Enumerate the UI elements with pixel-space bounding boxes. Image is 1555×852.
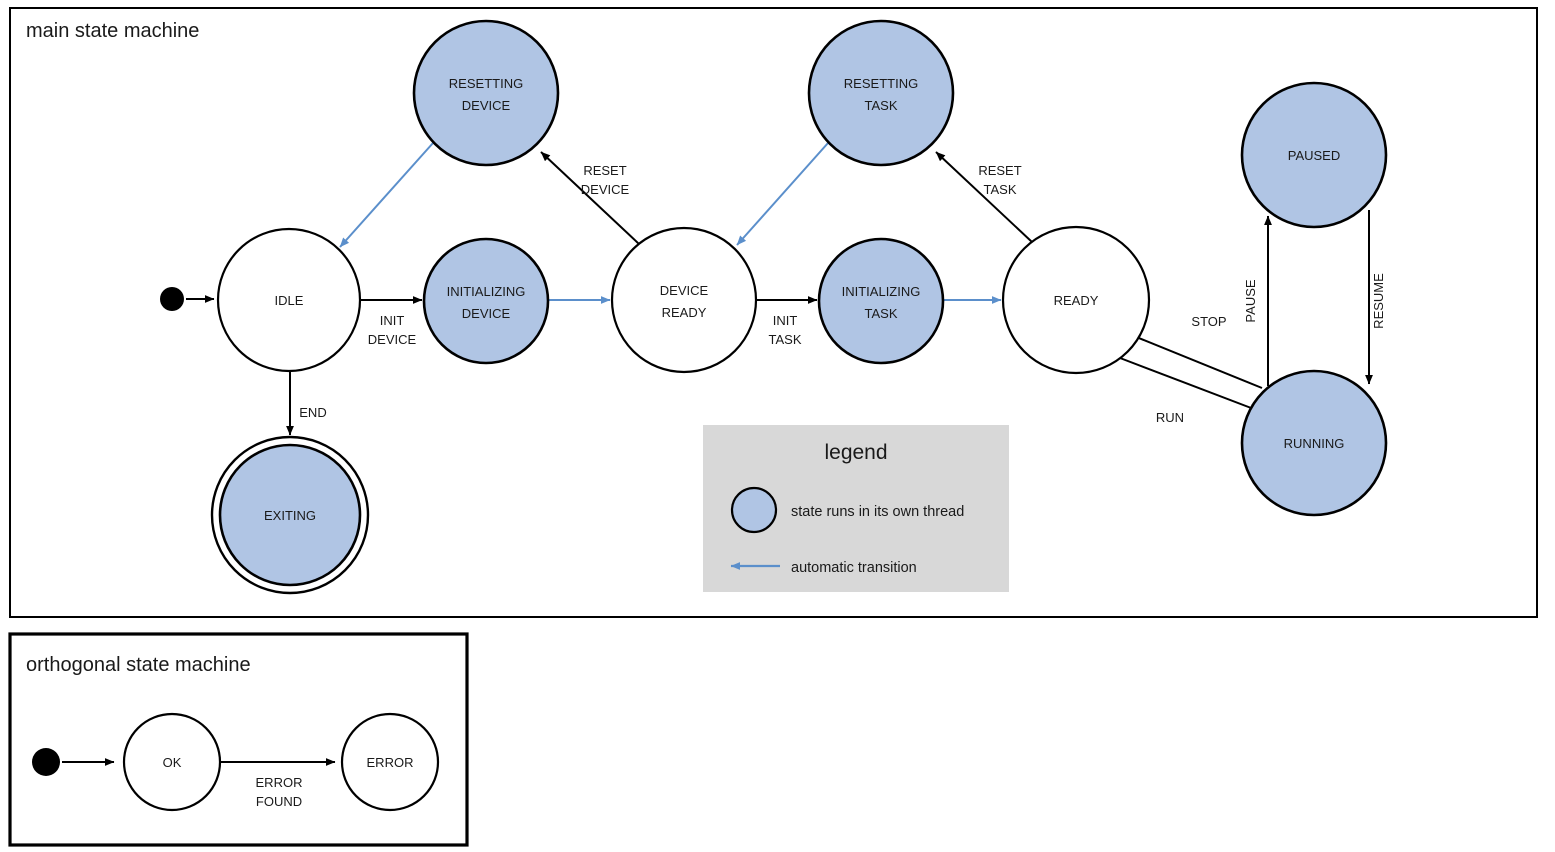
initial-pseudostate-main [160,287,184,311]
state-ready[interactable]: READY [1001,225,1151,375]
main-container-title: main state machine [26,20,199,42]
state-device-ready[interactable]: DEVICE READY [610,226,758,374]
state-resetting-device-label-line1: RESETTING [449,76,523,91]
state-error[interactable]: ERROR [340,712,440,812]
state-paused[interactable]: PAUSED [1240,81,1388,229]
state-initializing-task[interactable]: INITIALIZING TASK [817,237,945,365]
edge-label-error-found-line2: FOUND [256,794,302,809]
state-resetting-task-label-line2: TASK [865,98,898,113]
edge-label-init-device-line1: INIT [380,313,405,328]
state-exiting[interactable]: EXITING [210,435,370,595]
edge-label-reset-device-line1: RESET [583,163,626,178]
edge-running-to-ready [1123,331,1263,389]
state-resetting-device-label-line2: DEVICE [462,98,511,113]
state-running-label: RUNNING [1284,436,1345,451]
edge-label-reset-task-line2: TASK [984,182,1017,197]
state-device-ready-label-line2: READY [662,305,707,320]
edge-label-reset-task-line1: RESET [978,163,1021,178]
state-resetting-device[interactable]: RESETTING DEVICE [412,19,560,167]
edge-resetting-device-to-idle [339,142,434,248]
legend-title: legend [824,441,887,464]
edge-label-end: END [299,405,326,420]
state-paused-label: PAUSED [1288,148,1341,163]
edge-ready-to-resetting-task [935,151,1033,243]
edge-label-pause: PAUSE [1243,279,1258,322]
legend-item-auto-label: automatic transition [791,560,917,576]
state-resetting-task[interactable]: RESETTING TASK [807,19,955,167]
state-idle[interactable]: IDLE [216,227,362,373]
edge-label-init-task-line2: TASK [769,332,802,347]
state-initializing-task-label-line2: TASK [865,306,898,321]
state-ready-label: READY [1054,293,1099,308]
legend-thread-state-icon [730,486,778,534]
initial-pseudostate-orthogonal [32,748,60,776]
state-device-ready-label-line1: DEVICE [660,283,709,298]
edge-label-run: RUN [1156,410,1184,425]
state-initializing-task-label-line1: INITIALIZING [842,284,921,299]
legend-item-thread-label: state runs in its own thread [791,504,964,520]
edge-label-stop: STOP [1191,314,1226,329]
state-idle-label: IDLE [275,293,304,308]
orthogonal-container-title: orthogonal state machine [26,654,251,676]
state-running[interactable]: RUNNING [1240,369,1388,517]
state-error-label: ERROR [367,755,414,770]
state-initializing-device-label-line2: DEVICE [462,306,511,321]
edge-resetting-task-to-device-ready [736,142,829,246]
state-resetting-task-label-line1: RESETTING [844,76,918,91]
edge-label-init-device-line2: DEVICE [368,332,417,347]
edge-label-resume: RESUME [1371,273,1386,329]
edge-ready-to-running [1119,357,1260,412]
state-initializing-device[interactable]: INITIALIZING DEVICE [422,237,550,365]
state-initializing-device-label-line1: INITIALIZING [447,284,526,299]
edge-label-init-task-line1: INIT [773,313,798,328]
state-ok[interactable]: OK [122,712,222,812]
edge-label-error-found-line1: ERROR [256,775,303,790]
state-exiting-label: EXITING [264,508,316,523]
edge-device-ready-to-resetting-device [540,151,640,245]
state-ok-label: OK [163,755,182,770]
edge-label-reset-device-line2: DEVICE [581,182,630,197]
legend: legend state runs in its own thread auto… [703,425,1009,592]
